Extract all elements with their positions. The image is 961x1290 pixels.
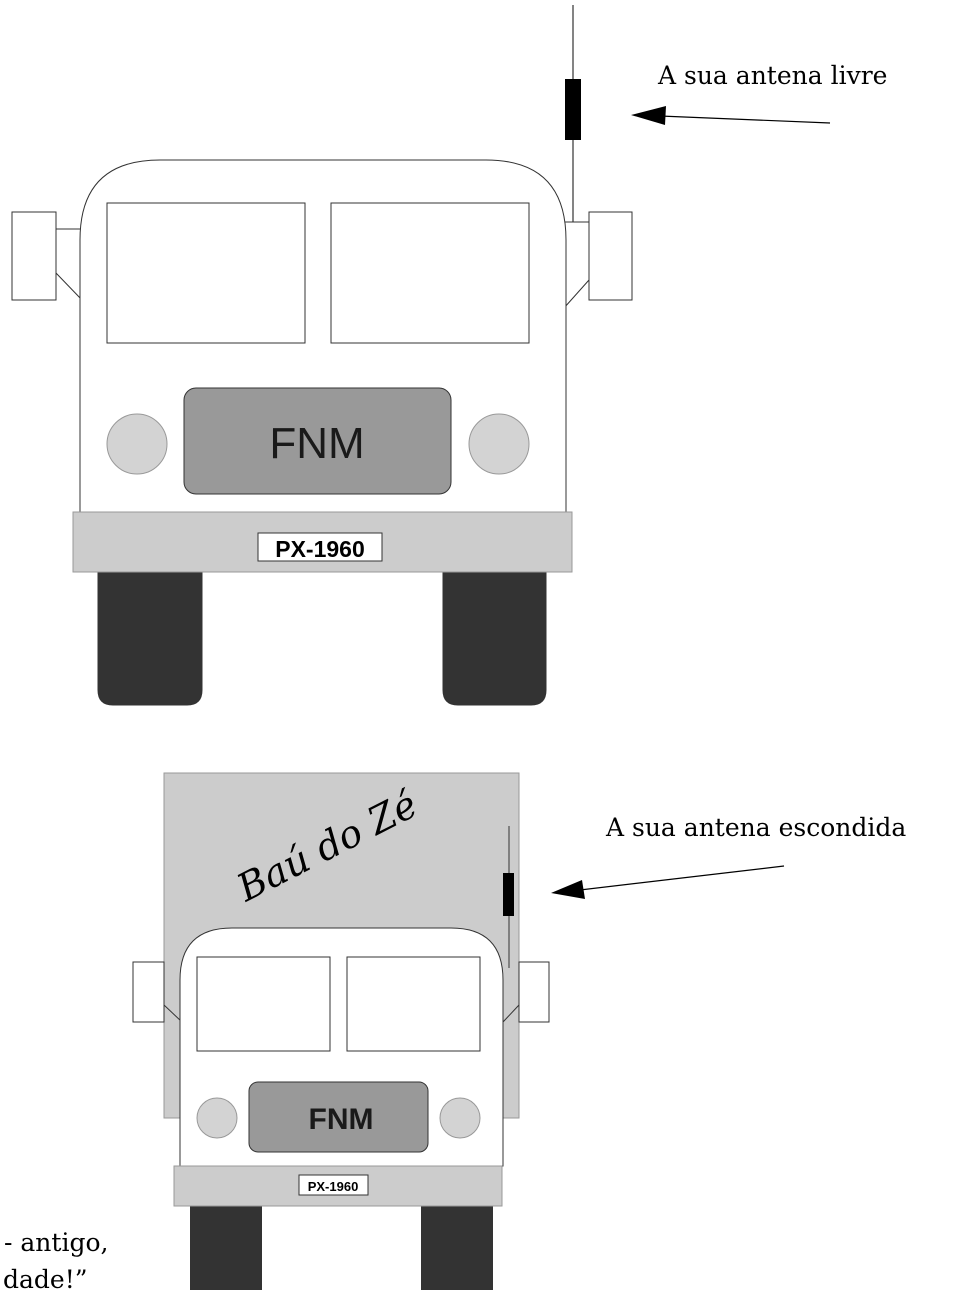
left-tire xyxy=(190,1205,262,1290)
left-mirror-brace xyxy=(55,272,83,301)
right-tire xyxy=(421,1205,493,1290)
brand-logo: FNM xyxy=(309,1103,374,1136)
right-headlight xyxy=(439,1097,481,1139)
right-window xyxy=(346,956,481,1052)
right-mirror-brace xyxy=(502,1004,520,1023)
left-mirror xyxy=(11,211,57,301)
left-mirror-brace xyxy=(163,1004,183,1023)
license-plate-text: PX-1960 xyxy=(275,536,365,562)
truck-top: FNM PX-1960 xyxy=(11,5,633,706)
right-mirror xyxy=(518,961,550,1023)
caption-line-2: dade!” xyxy=(3,1265,88,1290)
annotation-top-label: A sua antena livre xyxy=(657,61,887,90)
annotation-bottom: A sua antena escondida xyxy=(551,813,906,899)
left-mirror xyxy=(132,961,165,1023)
annotation-top: A sua antena livre xyxy=(631,61,887,125)
antenna-coil xyxy=(565,79,581,140)
hidden-antenna-coil xyxy=(503,873,514,916)
brand-logo: FNM xyxy=(269,419,364,468)
truck-bottom: Baú do Zé FNM PX-1960 xyxy=(132,772,550,1290)
caption-line-1: - antigo, xyxy=(4,1228,108,1257)
license-plate xyxy=(298,1174,369,1196)
left-headlight xyxy=(196,1097,238,1139)
caption: - antigo, dade!” xyxy=(3,1228,108,1290)
license-plate-text: PX-1960 xyxy=(308,1179,359,1194)
right-mirror xyxy=(588,211,633,301)
grille xyxy=(183,387,452,495)
arrow-left-icon xyxy=(631,106,831,125)
license-plate xyxy=(257,532,383,562)
grille xyxy=(248,1081,429,1153)
annotation-bottom-label: A sua antena escondida xyxy=(605,813,906,842)
right-window xyxy=(330,202,530,344)
left-window xyxy=(106,202,306,344)
right-tire xyxy=(442,569,547,706)
right-mirror-brace xyxy=(563,279,590,309)
left-headlight xyxy=(106,413,168,475)
left-tire xyxy=(97,569,203,706)
right-headlight xyxy=(468,413,530,475)
left-window xyxy=(196,956,331,1052)
arrow-left-icon xyxy=(551,865,785,899)
